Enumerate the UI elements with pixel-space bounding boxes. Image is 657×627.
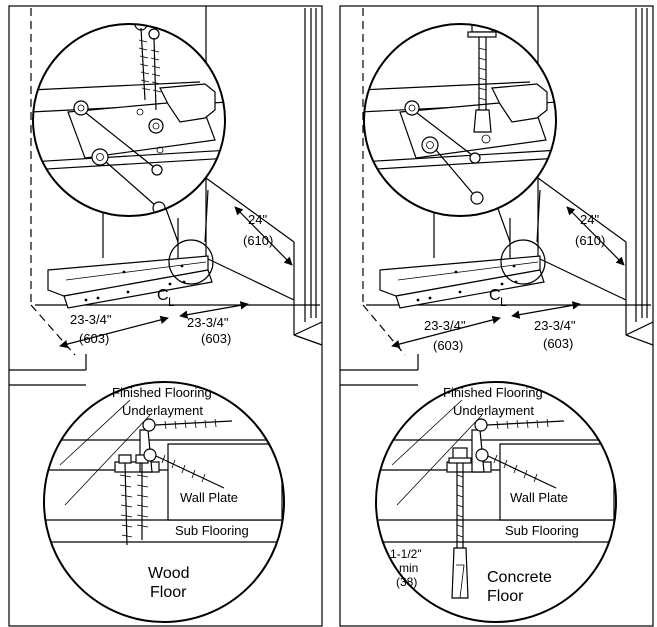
screw-angled-2 — [91, 148, 166, 215]
anchor-min-label: min — [399, 561, 418, 575]
right-width-dimension: 23-3/4" — [187, 315, 229, 330]
left-width-dimension-mm: (603) — [79, 331, 109, 346]
screw-vertical-1 — [134, 24, 151, 101]
bottom-detail-content — [44, 399, 284, 546]
wall-plate-label: Wall Plate — [180, 490, 238, 505]
sub-flooring-label: Sub Flooring — [505, 523, 579, 538]
left-width-dimension: 23-3/4" — [424, 318, 466, 333]
detail-callout-circle — [168, 239, 214, 285]
sub-flooring-label: Sub Flooring — [175, 523, 249, 538]
top-detail-ring — [363, 23, 557, 217]
top-detail-content — [33, 24, 225, 215]
angled-screw-upper — [142, 418, 233, 432]
panel-frame — [8, 5, 323, 627]
detail-callout-circle — [500, 239, 546, 285]
top-detail-ring — [32, 23, 226, 217]
panel-frame — [339, 5, 654, 627]
depth-dimension-mm: (610) — [243, 233, 273, 248]
finished-flooring-label: Finished Flooring — [443, 385, 543, 400]
centerline-c: C — [489, 287, 501, 304]
floor-type-line1: Wood — [148, 565, 190, 582]
underlayment-label: Underlayment — [122, 403, 203, 418]
right-width-dimension-mm: (603) — [543, 336, 573, 351]
left-width-dimension-mm: (603) — [433, 338, 463, 353]
wall-plate-label: Wall Plate — [510, 490, 568, 505]
angled-screw-lower — [143, 448, 225, 489]
screw-angled-2 — [421, 136, 484, 205]
anti-tip-bracket — [379, 255, 545, 309]
underlayment-label: Underlayment — [453, 403, 534, 418]
bottom-detail-ring — [375, 381, 617, 623]
centerline-l: L — [168, 295, 175, 309]
screw-angled-1 — [404, 100, 481, 164]
concrete-anchor-bolt — [467, 24, 497, 133]
centerline-c: C — [157, 287, 169, 304]
depth-dimension-mm: (610) — [575, 233, 605, 248]
angled-screw-upper — [474, 418, 565, 432]
floor-type-line1: Concrete — [487, 569, 552, 586]
floor-type-line2: Floor — [487, 588, 524, 605]
finished-flooring-label: Finished Flooring — [112, 385, 212, 400]
right-width-dimension: 23-3/4" — [534, 318, 576, 333]
panel-concrete: 24" (610) C L 23-3/4" (603) 23-3/4" (603… — [339, 5, 654, 627]
floor-type-line2: Floor — [150, 584, 187, 601]
depth-dimension: 24" — [248, 212, 267, 227]
screw-angled-1 — [73, 100, 163, 176]
right-width-dimension-mm: (603) — [201, 331, 231, 346]
anchor-depth-label: 1-1/2" — [390, 547, 422, 561]
bottom-detail-content — [376, 399, 616, 599]
wood-screw-1 — [118, 454, 133, 546]
anti-tip-bracket — [47, 255, 213, 309]
left-width-dimension: 23-3/4" — [70, 312, 112, 327]
centerline-l: L — [500, 295, 507, 309]
bottom-detail-ring — [43, 381, 285, 623]
top-detail-content — [364, 24, 556, 205]
screw-vertical-2 — [148, 28, 162, 111]
concrete-anchor-vertical — [448, 447, 472, 599]
depth-dimension: 24" — [580, 212, 599, 227]
angled-screw-lower — [475, 448, 557, 489]
anchor-mm-label: (38) — [396, 575, 417, 589]
panel-wood: 24" (610) C L 23-3/4" (603) 23-3/4" (603… — [8, 5, 323, 627]
